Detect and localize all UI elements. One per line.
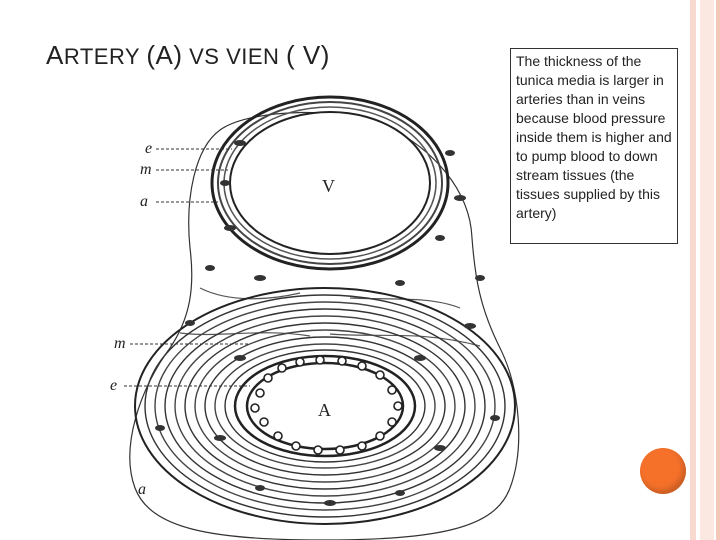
cell-nuclei: [155, 140, 500, 506]
slide-border-stripe: [700, 0, 714, 540]
vein-label-a: a: [140, 193, 148, 210]
vein-label-group: e m a: [140, 140, 152, 210]
tunica-media-note: The thickness of the tunica media is lar…: [510, 48, 678, 244]
vein-letter: V: [322, 176, 335, 196]
artery-wall: [134, 287, 516, 525]
slide-border-stripe: [716, 0, 720, 540]
artery-letter: A: [318, 400, 331, 420]
title-vs-vien: VS VIEN: [182, 44, 287, 69]
endothelial-nuclei: [250, 355, 403, 455]
vein-label-e: e: [145, 140, 152, 157]
artery-label-m: m: [114, 335, 126, 352]
artery-label-leaders: [124, 343, 250, 387]
artery-vein-histology-figure: V A e m a m e a: [110, 95, 520, 540]
title-initial: A: [46, 40, 64, 70]
slide-title: ARTERY (A) VS VIEN ( V): [46, 40, 330, 71]
slide-border-stripe: [690, 0, 696, 540]
title-paren-v: ( V): [286, 40, 330, 70]
title-artery: RTERY: [63, 44, 147, 69]
artery-label-a: a: [138, 481, 146, 498]
vein-label-m: m: [140, 161, 152, 178]
title-paren-a: (A): [146, 40, 183, 70]
artery-label-group: m e a: [110, 335, 146, 498]
vein-label-leaders: [156, 148, 232, 203]
artery-label-e: e: [110, 377, 117, 394]
decorative-orange-circle: [640, 448, 686, 494]
